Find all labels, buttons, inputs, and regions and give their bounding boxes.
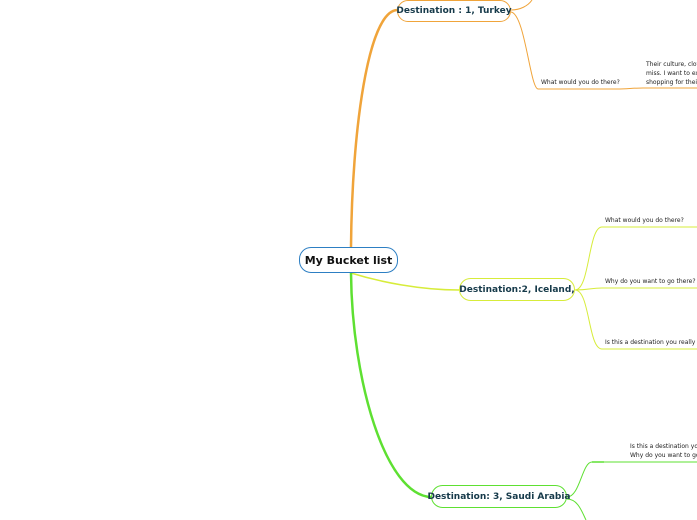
connector-root-dest1 bbox=[349, 8, 398, 248]
connector-dest3-down bbox=[566, 498, 587, 520]
destination-1-node[interactable]: Destination : 1, Turkey bbox=[396, 0, 512, 22]
connector-dest1-q1 bbox=[510, 11, 539, 90]
destination-3-node[interactable]: Destination: 3, Saudi Arabia bbox=[427, 485, 571, 508]
connector-dest2-q1 bbox=[574, 226, 603, 291]
root-node[interactable]: My Bucket list bbox=[299, 247, 398, 273]
dest2-question-2[interactable]: Why do you want to go there? bbox=[605, 278, 696, 285]
connector-dest1-q1-answer bbox=[616, 87, 644, 90]
destination-2-node[interactable]: Destination:2, Iceland, bbox=[459, 278, 575, 301]
connector-dest3-up bbox=[566, 461, 593, 498]
dest1-answer-line-3: shopping for their bbox=[646, 79, 697, 86]
dest1-question-1[interactable]: What would you do there? bbox=[541, 79, 620, 86]
dest2-question-3[interactable]: Is this a destination you really wa bbox=[605, 339, 697, 346]
dest1-answer-line-2: miss. I want to exp bbox=[646, 70, 697, 77]
connector-root-dest2 bbox=[350, 272, 460, 291]
dest1-answer-line-1: Their culture, cloth bbox=[646, 61, 697, 68]
dest3-question-1[interactable]: Is this a destination you bbox=[630, 443, 697, 450]
connector-root-dest3 bbox=[349, 272, 432, 499]
connector-dest2-q2 bbox=[574, 287, 603, 291]
connector-dest2-q3 bbox=[574, 289, 603, 350]
dest2-question-1[interactable]: What would you do there? bbox=[605, 217, 684, 224]
connector-dest1-top bbox=[510, 0, 533, 11]
dest3-question-2[interactable]: Why do you want to go th bbox=[630, 452, 697, 459]
